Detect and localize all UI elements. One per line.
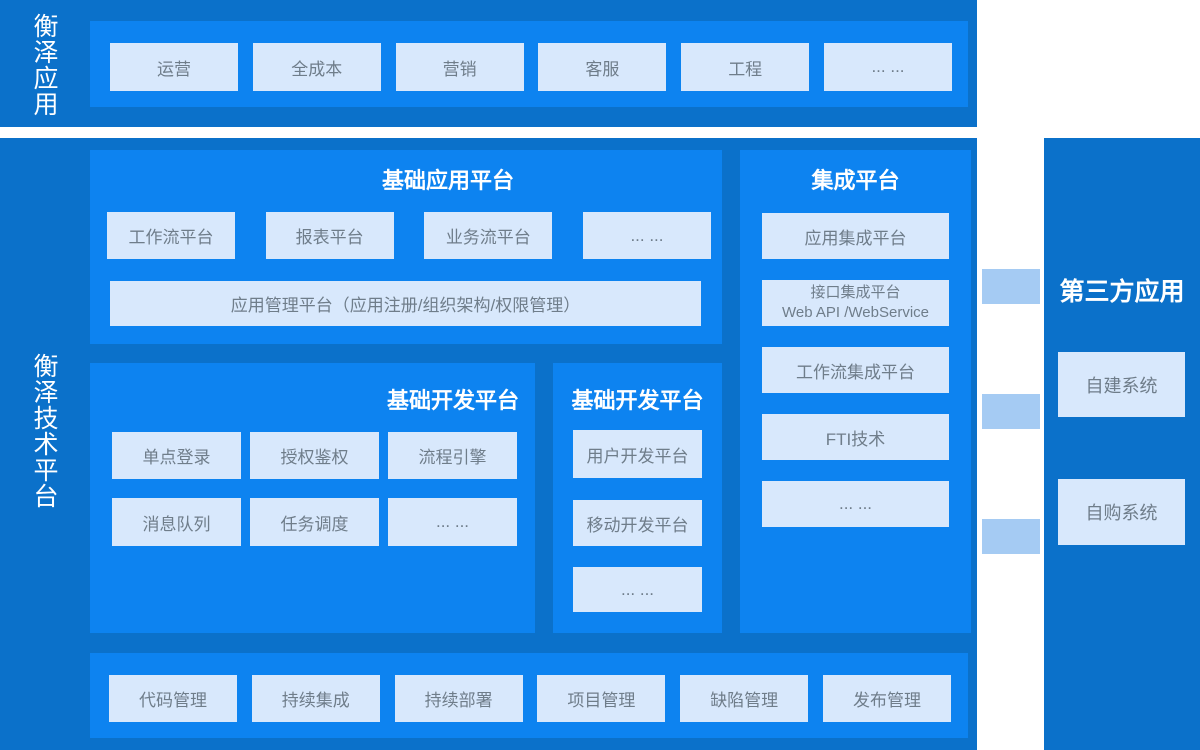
chip-dev-more: ... ... [388,498,517,546]
chip-fti-technology: FTI技术 [762,414,949,460]
app-chip-full-cost: 全成本 [252,43,381,91]
dev-left-row2: 消息队列 任务调度 ... ... [112,498,517,546]
chip-workflow-platform: 工作流平台 [107,212,235,259]
app-chip-operations: 运营 [110,43,238,91]
connector-block-1 [982,269,1040,304]
chip-task-scheduling: 任务调度 [250,498,379,546]
chip-continuous-deployment: 持续部署 [394,675,523,722]
basic-application-chips-row: 工作流平台 报表平台 业务流平台 ... ... [107,212,711,259]
chip-workflow-integration-platform: 工作流集成平台 [762,347,949,393]
basic-dev-platform-right-title: 基础开发平台 [571,388,704,413]
chip-app-management-platform: 应用管理平台（应用注册/组织架构/权限管理） [110,281,701,326]
application-items-row: 运营 全成本 营销 客服 工程 ... ... [110,43,952,91]
chip-dev-right-more: ... ... [573,567,702,612]
chip-continuous-integration: 持续集成 [251,675,380,722]
dev-left-row1: 单点登录 授权鉴权 流程引擎 [112,432,517,479]
application-items-panel: 运营 全成本 营销 客服 工程 ... ... [90,21,968,107]
chip-code-management: 代码管理 [109,675,237,722]
interface-integration-line1: 接口集成平台 [810,284,901,301]
chip-business-flow-platform: 业务流平台 [424,212,553,259]
chip-report-platform: 报表平台 [265,212,394,259]
app-chip-more: ... ... [823,43,952,91]
chip-app-more: ... ... [582,212,711,259]
chip-defect-management: 缺陷管理 [680,675,809,722]
hengze-tech-platform-label: 衡泽技术平台 [30,353,58,509]
chip-purchased-system: 自购系统 [1058,479,1185,545]
devops-row: 代码管理 持续集成 持续部署 项目管理 缺陷管理 发布管理 [109,675,951,722]
devops-panel: 代码管理 持续集成 持续部署 项目管理 缺陷管理 发布管理 [90,653,968,738]
hengze-application-label: 衡泽应用 [30,13,58,117]
app-chip-engineering: 工程 [681,43,810,91]
basic-dev-platform-left-title: 基础开发平台 [386,388,519,413]
basic-application-platform-title: 基础应用平台 [381,168,514,193]
chip-app-integration-platform: 应用集成平台 [762,213,949,259]
interface-integration-line2: Web API /WebService [781,304,929,321]
chip-release-management: 发布管理 [822,675,951,722]
connector-block-2 [982,394,1040,429]
chip-message-queue: 消息队列 [112,498,241,546]
integration-platform-panel: 集成平台 应用集成平台 接口集成平台 Web API /WebService 工… [740,150,971,633]
chip-self-built-system: 自建系统 [1058,352,1185,417]
basic-dev-platform-left-panel: 基础开发平台 单点登录 授权鉴权 流程引擎 消息队列 任务调度 ... ... [90,363,535,633]
chip-single-sign-on: 单点登录 [112,432,241,479]
chip-process-engine: 流程引擎 [388,432,517,479]
chip-auth: 授权鉴权 [250,432,379,479]
hengze-application-band: 衡泽应用 运营 全成本 营销 客服 工程 ... ... [0,0,977,127]
basic-dev-platform-right-panel: 基础开发平台 用户开发平台 移动开发平台 ... ... [553,363,722,633]
integration-platform-title: 集成平台 [811,168,900,193]
chip-interface-integration-platform: 接口集成平台 Web API /WebService [762,280,949,326]
app-chip-customer-service: 客服 [538,43,667,91]
chip-user-dev-platform: 用户开发平台 [573,430,702,478]
chip-integration-more: ... ... [762,481,949,527]
chip-project-management: 项目管理 [537,675,666,722]
third-party-column: 第三方应用 自建系统 自购系统 [1044,138,1200,750]
chip-mobile-dev-platform: 移动开发平台 [573,500,702,546]
hengze-tech-platform-band: 衡泽技术平台 基础应用平台 工作流平台 报表平台 业务流平台 ... ... 应… [0,138,977,750]
basic-application-platform-panel: 基础应用平台 工作流平台 报表平台 业务流平台 ... ... 应用管理平台（应… [90,150,722,344]
app-chip-marketing: 营销 [395,43,524,91]
connector-block-3 [982,519,1040,554]
third-party-title: 第三方应用 [1059,278,1185,306]
